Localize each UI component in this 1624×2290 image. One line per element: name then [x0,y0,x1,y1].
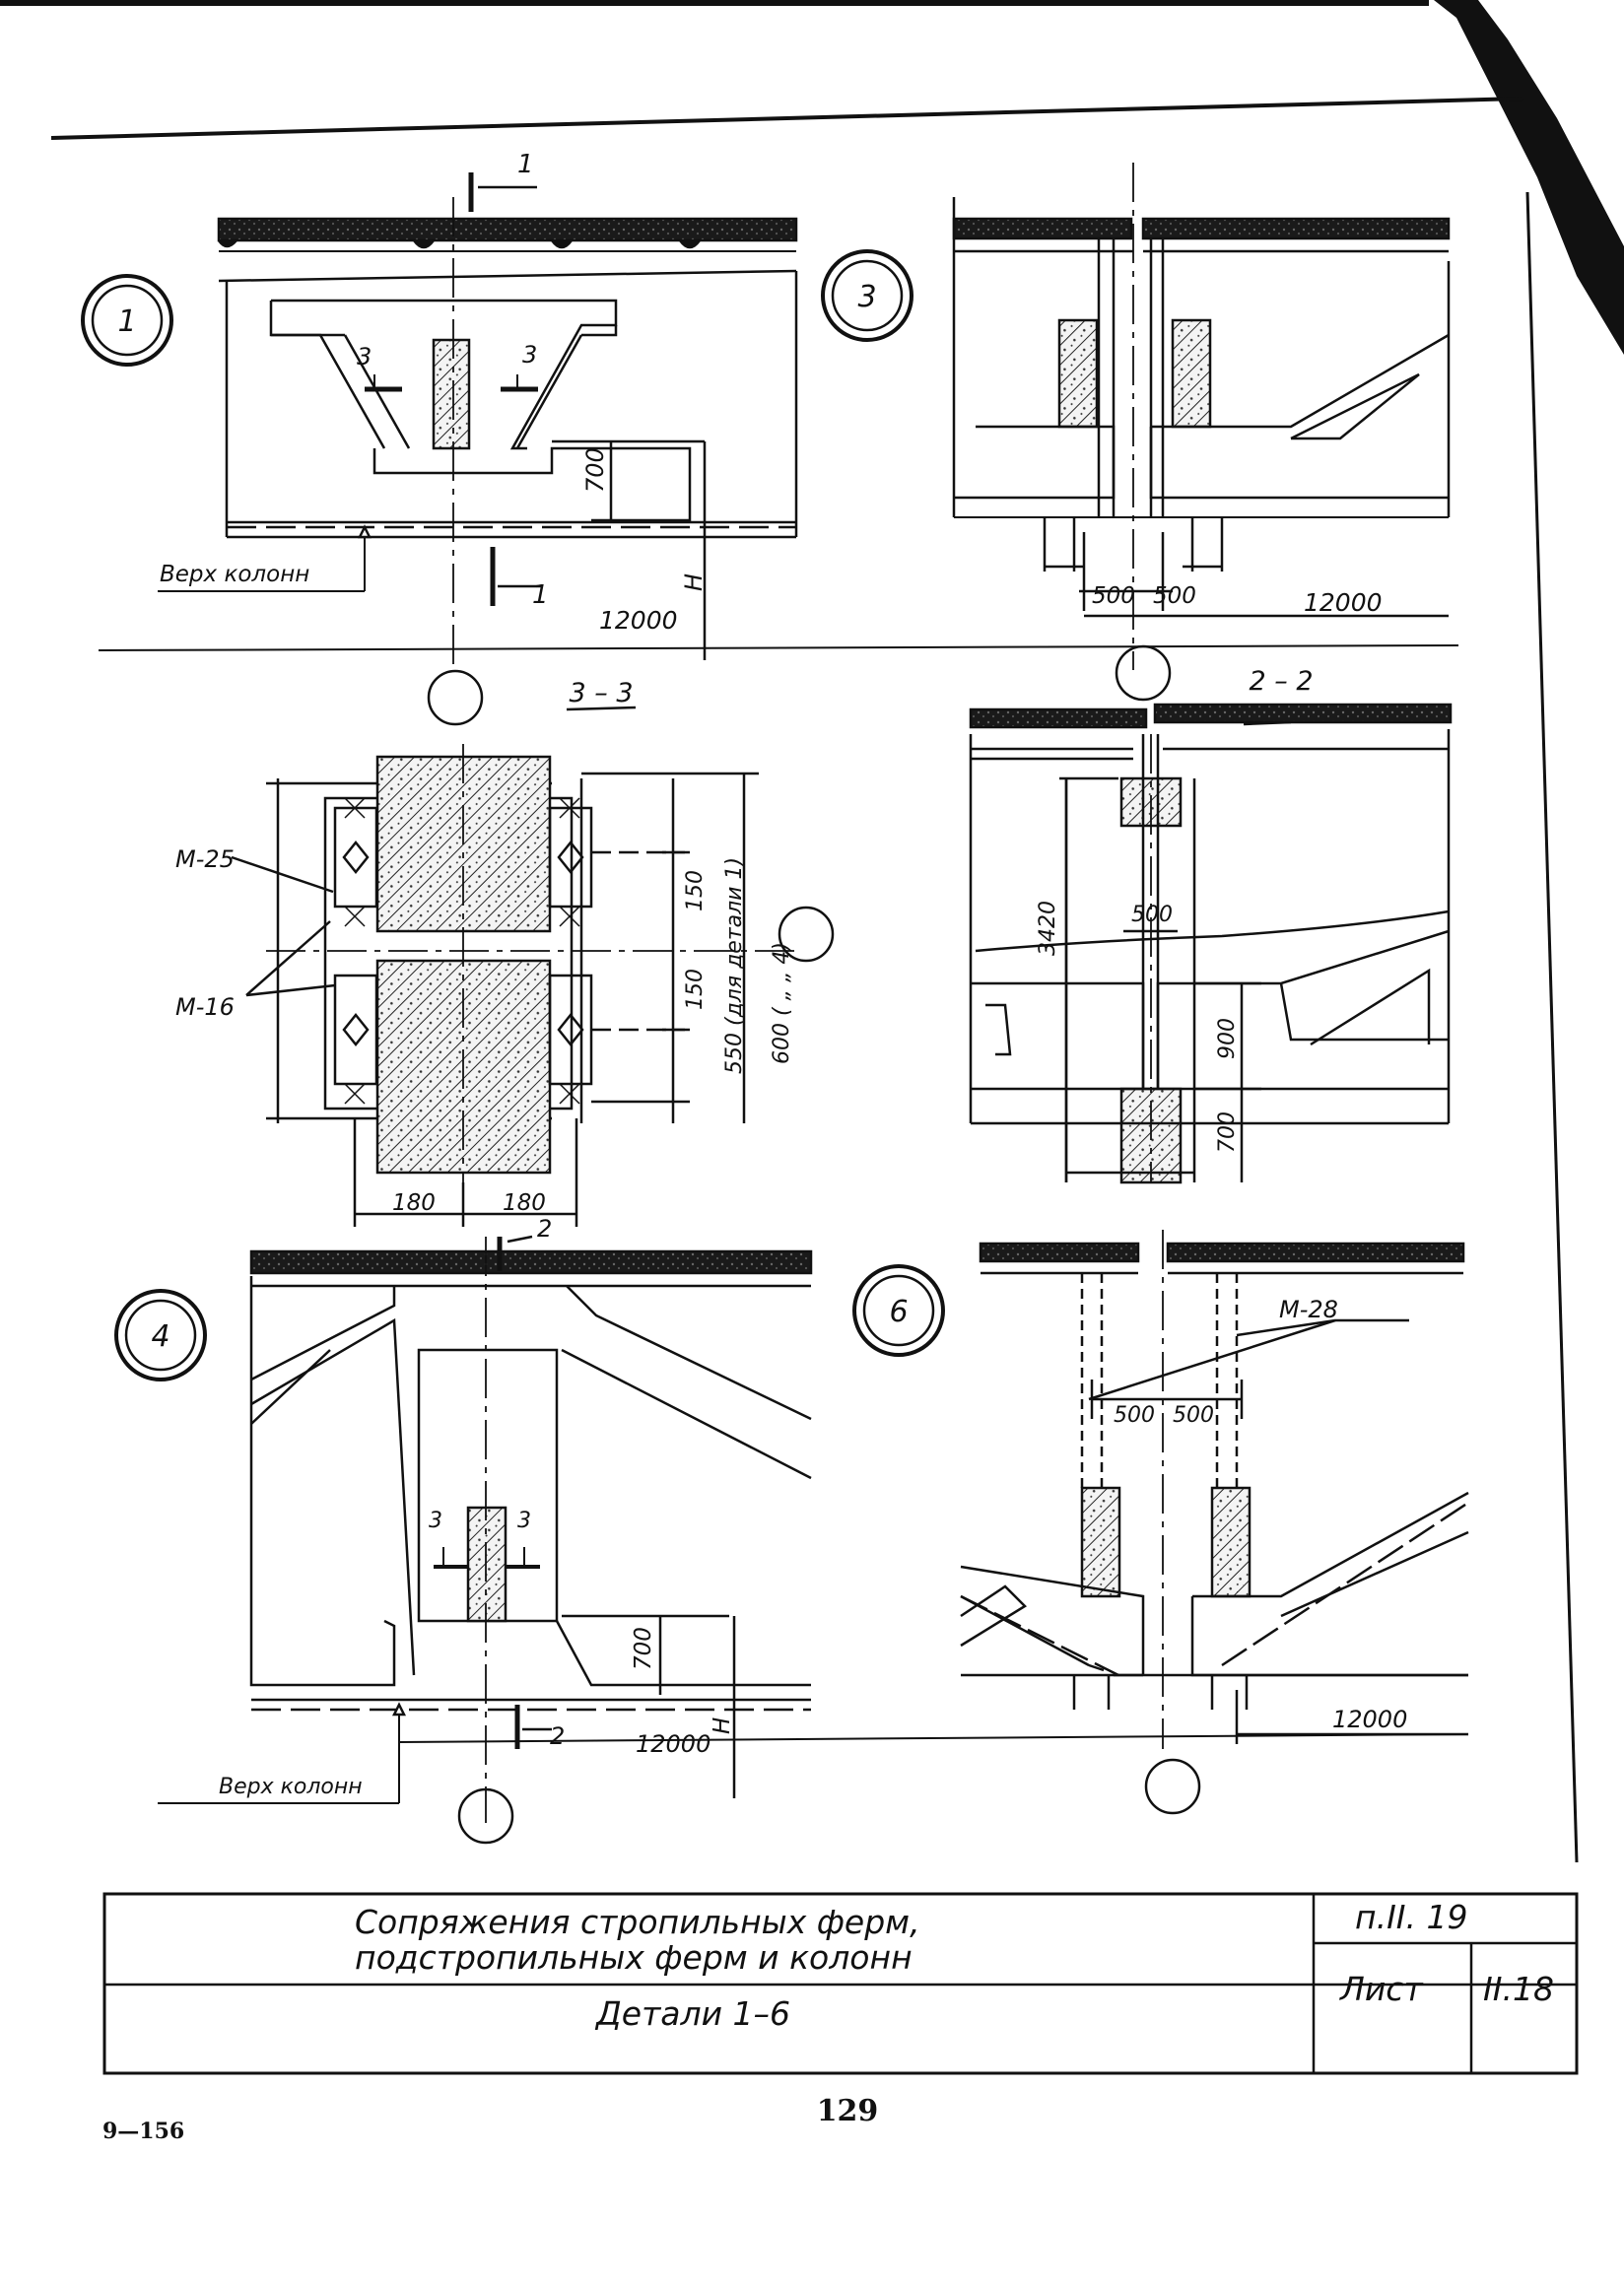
dim-500: 500 [1131,903,1173,927]
detail-1-dim-H: H [680,573,708,591]
detail-6-dim-a: 500 [1114,1403,1155,1428]
subtitle: Детали 1–6 [594,1994,790,2033]
section-3-3-labels: 3 – 3 М-25 М-16 150 150 550 (для детали … [175,678,794,1216]
detail-6-span: 12000 [1332,1706,1407,1733]
dim-900: 900 [1215,1018,1240,1059]
title-block-text: Сопряжения стропильных ферм, подстропиль… [355,1898,1554,2033]
sheet-number: II.18 [1483,1970,1554,2008]
detail-4-span: 12000 [636,1730,710,1758]
dim-600: 600 ( „ „ 4) [770,942,794,1064]
detail-1-top-of-columns: Верх колонн [160,562,309,587]
detail-4-section-mark: 2 [537,1215,552,1243]
doc-ref: п.II. 19 [1355,1898,1468,1936]
detail-4 [114,1235,1469,1845]
detail-4-dim-height: 700 [631,1627,656,1670]
detail-4-number: 4 [151,1319,169,1354]
detail-3-dim-b: 500 [1153,583,1196,609]
detail-3-labels: 3 500 500 12000 [857,280,1382,617]
section-2-2 [969,703,1453,1184]
dim-150-lower: 150 [683,969,708,1010]
detail-3-span: 12000 [1304,588,1383,617]
detail-1 [81,172,1459,726]
detail-3-dim-a: 500 [1092,583,1135,609]
label-m25: М-25 [175,845,235,873]
title-line-2: подстропильных ферм и колонн [355,1938,913,1977]
detail-3-number: 3 [857,280,876,314]
detail-4-section-mark-bottom: 2 [550,1722,565,1750]
label-m28: М-28 [1279,1296,1338,1323]
detail-4-dim-H: H [710,1718,735,1734]
section-3-3-title: 3 – 3 [569,678,633,708]
detail-1-labels: 1 1 1 3 3 700 H 12000 Верх колонн [117,150,708,635]
label-m16: М-16 [175,993,235,1021]
detail-6-dim-b: 500 [1173,1403,1214,1428]
section-2-2-labels: 2 – 2 3420 500 900 700 [1036,666,1314,1153]
detail-4-labels: 4 2 2 3 3 700 H 12000 Верх колонн [151,1215,735,1799]
section-2-2-title: 2 – 2 [1249,666,1313,697]
dim-700: 700 [1215,1111,1240,1153]
page-number: 129 [817,2094,879,2128]
detail-4-top-of-columns: Верх колонн [219,1775,363,1799]
sheet-frame [0,0,1624,1863]
title-block [102,1892,1579,2075]
detail-3 [821,163,1451,702]
detail-4-cut-right: 3 [517,1509,531,1533]
detail-1-cut-left: 3 [357,343,372,370]
detail-1-section-mark-bottom: 1 [532,580,549,610]
dim-180-left: 180 [392,1190,436,1216]
detail-1-section-mark: 1 [517,150,534,179]
dim-3420: 3420 [1036,901,1060,956]
document-code: 9—156 [102,2119,184,2144]
detail-6-labels: 6 500 500 12000 М-28 [889,1295,1407,1733]
section-3-3 [231,706,835,1227]
detail-6-number: 6 [889,1295,908,1329]
dim-150-upper: 150 [683,870,708,911]
dim-180-right: 180 [503,1190,546,1216]
sheet-label: Лист [1339,1970,1424,2008]
detail-6 [852,1230,1469,1815]
detail-1-number: 1 [117,304,136,339]
detail-4-cut-left: 3 [429,1509,442,1533]
detail-1-span: 12000 [599,606,678,635]
detail-1-cut-right: 3 [522,341,537,369]
dim-550: 550 (для детали 1) [722,857,747,1074]
detail-1-dim-height: 700 [581,447,609,493]
title-line-1: Сопряжения стропильных ферм, [355,1903,920,1941]
